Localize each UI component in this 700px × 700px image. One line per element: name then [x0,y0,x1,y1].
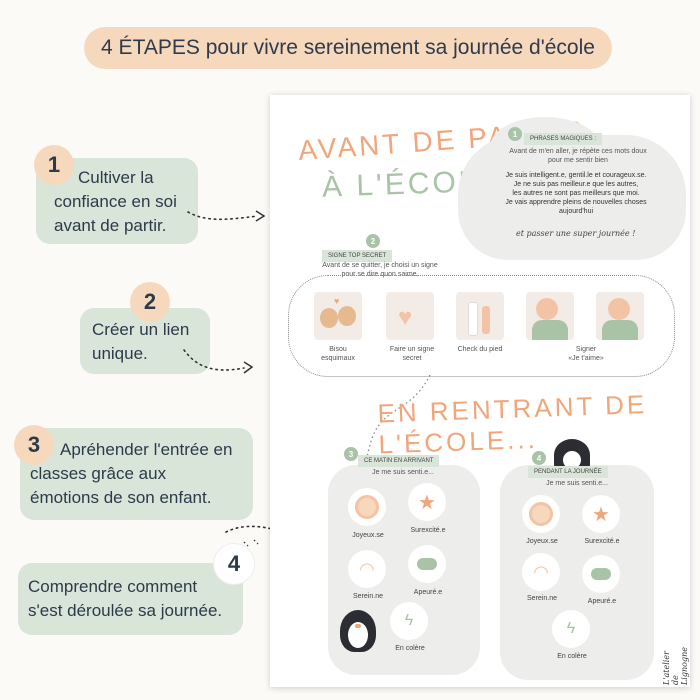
penguin-top-icon [554,439,590,471]
matin-colere-icon: ϟ [390,602,428,640]
step-2-text: Créer un lien unique. [92,320,190,363]
matin-number: 3 [344,447,358,461]
journee-serein-label: Serein.ne [527,595,557,602]
photo-signe-secret: ♥ [386,292,434,340]
journee-serein-icon: ◠ [522,553,560,591]
signe-heading: SIGNE TOP SECRET [322,250,393,262]
photo-signer-2 [596,292,644,340]
step-1-card: Cultiver la confiance en soi avant de pa… [36,158,198,244]
step-1-text: Cultiver la confiance en soi avant de pa… [54,168,177,235]
photo-bisou: ♥ [314,292,362,340]
label-signer: Signer «Je t'aime» [568,346,604,362]
photo-check-pied [456,292,504,340]
connector-arrow-1 [187,210,266,222]
journee-joyeux-icon [522,495,560,533]
journee-colere-icon: ϟ [552,610,590,648]
label-signe-secret: Faire un signe secret [389,346,435,362]
signe-dotted-frame [288,275,675,377]
journee-surexcite-label: Surexcité.e [584,538,620,545]
poster: AVANT DE PARTIR À L'ÉCOLE... 1 PHRASES M… [270,95,690,687]
label-bisou: Bisou esquimaux [321,346,355,362]
matin-serein-icon: ◠ [348,550,386,588]
phrases-signoff: et passer une super journée ! [516,229,636,238]
step-3-card: Apréhender l'entrée en classes grâce aux… [20,428,253,520]
journee-apeure-label: Apeuré.e [587,598,617,605]
page-title: 4 ÉTAPES pour vivre sereinement sa journ… [84,27,612,69]
matin-surexcite-label: Surexcité.e [410,527,446,534]
journee-joyeux-label: Joyeux.se [526,538,558,545]
step-2-card: Créer un lien unique. [80,308,210,374]
matin-apeure-icon [408,545,446,583]
matin-colere-label: En colère [395,645,425,652]
step-4-number: 4 [213,543,255,585]
step-1-number: 1 [34,145,74,185]
poster-title-bottom: EN RENTRANT DE L'ÉCOLE... [377,389,648,460]
penguin-icon [340,610,376,652]
journee-colere-label: En colère [557,653,587,660]
step-3-number: 3 [14,425,54,465]
matin-joyeux-icon [348,488,386,526]
brand-logo: L'atelier de Lignogne [662,647,689,685]
phrases-heading: PHRASES MAGIQUES : [524,133,603,145]
matin-joyeux-label: Joyeux.se [352,532,384,539]
step-4-text: Comprendre comment s'est déroulée sa jou… [28,577,223,620]
matin-serein-label: Serein.ne [353,593,383,600]
photo-signer-1 [526,292,574,340]
matin-subheading: Je me suis senti.e... [372,469,434,476]
matin-surexcite-icon: ★ [408,483,446,521]
phrases-body: Je suis intelligent.e, gentil.le et cour… [505,172,647,215]
label-check-pied: Check du pied [457,346,503,353]
signe-subheading: Avant de se quitter, je choisi un signe … [322,262,438,278]
journee-subheading: Je me suis senti.e... [546,480,608,487]
step-4-card: Comprendre comment s'est déroulée sa jou… [18,563,243,635]
connector-arrow-2 [183,349,254,374]
journee-heading: PENDANT LA JOURNÉE [528,466,608,478]
phrases-number: 1 [508,127,522,141]
step-2-number: 2 [130,282,170,322]
journee-apeure-icon [582,555,620,593]
matin-heading: CE MATIN EN ARRIVANT [358,455,440,467]
matin-apeure-label: Apeuré.e [413,589,443,596]
phrases-subheading: Avant de m'en aller, je répète ces mots … [509,148,647,164]
step-3-text: Apréhender l'entrée en classes grâce aux… [30,440,233,507]
signe-number: 2 [366,234,380,248]
journee-surexcite-icon: ★ [582,495,620,533]
phrases-cloud-bump [490,117,600,177]
journee-number: 4 [532,451,546,465]
